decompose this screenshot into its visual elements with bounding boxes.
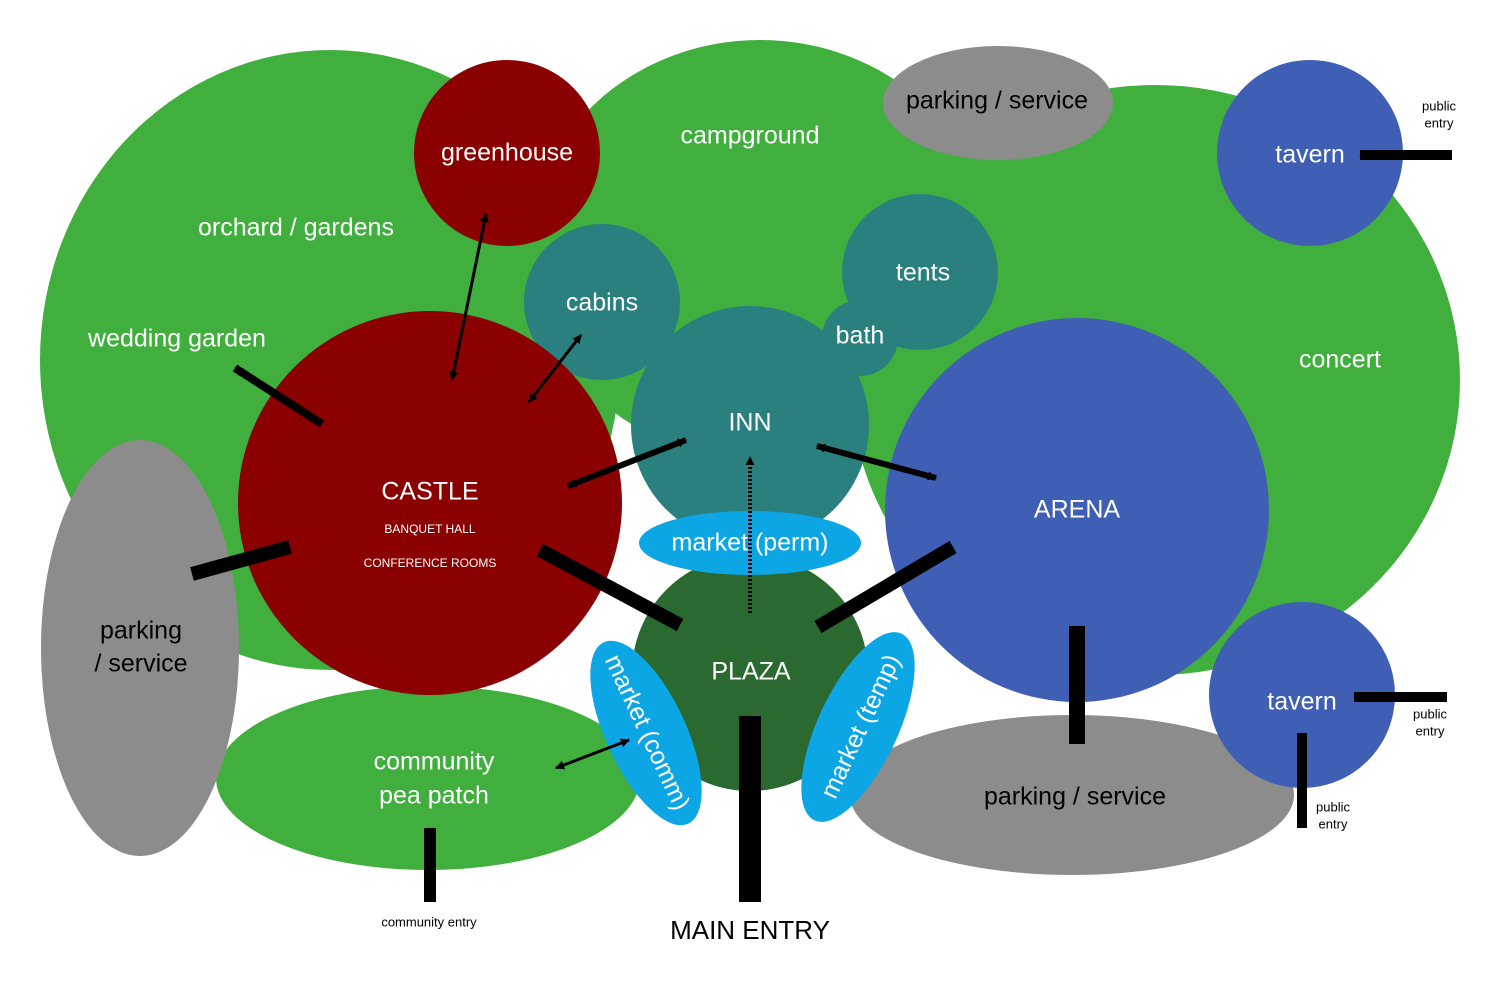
cabins-label: cabins	[566, 289, 638, 317]
plaza-label: PLAZA	[711, 658, 791, 686]
plaza-circle	[632, 555, 868, 791]
castle-sub-conference: CONFERENCE ROOMS	[364, 556, 497, 570]
cabins-castle-arrow	[527, 334, 583, 403]
bath-label: bath	[836, 322, 885, 350]
pea-patch-market-arrow	[555, 738, 630, 770]
market-comm-ellipse	[590, 640, 702, 826]
greenhouse-circle	[414, 60, 600, 246]
parking-left-label-line2: / service	[94, 650, 187, 678]
inn-label: INN	[728, 409, 771, 437]
greenhouse-castle-arrow	[449, 213, 489, 381]
concert-label: concert	[1299, 346, 1381, 374]
castle-label: CASTLE	[381, 478, 478, 506]
public-entry-top-line2: entry	[1425, 115, 1454, 130]
tavern-bottom-circle	[1209, 602, 1395, 788]
public-entry-bottom-line1: public	[1316, 799, 1350, 814]
community-pea-patch-zone	[216, 686, 640, 870]
orchard-label: orchard / gardens	[198, 214, 394, 242]
arena-label: ARENA	[1034, 496, 1120, 524]
castle-circle	[238, 311, 622, 695]
parking-bottom	[850, 715, 1294, 875]
public-entry-right-line1: public	[1413, 706, 1447, 721]
parking-areas	[41, 46, 1294, 875]
tavern-bottom-label: tavern	[1267, 688, 1336, 716]
pea-patch-label-line2: pea patch	[379, 782, 489, 810]
public-entry-top-line1: public	[1422, 98, 1456, 113]
parking-left	[41, 440, 239, 856]
campground-label: campground	[681, 122, 820, 150]
community-entry-label: community entry	[381, 914, 477, 929]
castle-sub-banquet: BANQUET HALL	[384, 522, 475, 536]
wedding-garden-label: wedding garden	[87, 325, 266, 353]
inn-circle	[631, 306, 869, 544]
pea-patch-label-line1: community	[374, 748, 495, 776]
arena-circle	[885, 318, 1269, 702]
market-perm-label: market (perm)	[672, 529, 829, 557]
parking-bottom-label: parking / service	[984, 783, 1166, 811]
parking-castle-arrow	[190, 540, 292, 581]
connections	[190, 150, 1452, 902]
public-entry-bottom-line2: entry	[1319, 816, 1348, 831]
market-temp-ellipse	[801, 632, 915, 822]
main-entry-label: MAIN ENTRY	[670, 915, 830, 945]
parking-top	[883, 46, 1113, 160]
buildings	[238, 60, 1403, 791]
plaza-castle-arrow	[536, 543, 684, 632]
tavern-top-label: tavern	[1275, 141, 1344, 169]
tents-label: tents	[896, 259, 950, 287]
tavern-top-circle	[1217, 60, 1403, 246]
inn-arena-arrow	[816, 443, 937, 481]
parking-top-label: parking / service	[906, 87, 1088, 115]
public-entry-right-line2: entry	[1416, 723, 1445, 738]
castle-wedding-arrow	[232, 364, 325, 428]
greenhouse-label: greenhouse	[441, 139, 573, 167]
castle-inn-arrow	[566, 437, 688, 489]
parking-left-label-line1: parking	[100, 617, 182, 645]
plaza-arena-arrow	[814, 540, 957, 634]
